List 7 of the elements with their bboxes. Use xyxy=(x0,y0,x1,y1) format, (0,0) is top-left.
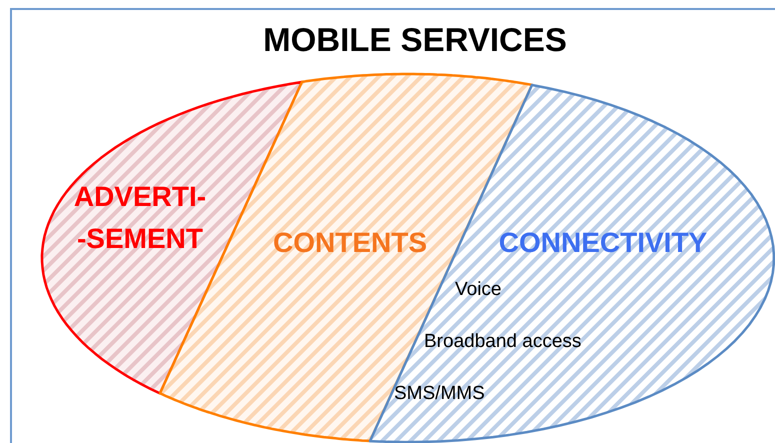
segment-title: CONNECTIVITY xyxy=(498,226,708,260)
service-item: Broadband access xyxy=(424,330,582,354)
service-item: Voice xyxy=(455,278,502,302)
segment-title: ADVERTI- -SEMENT xyxy=(72,180,208,256)
service-item: SMS/MMS xyxy=(394,382,486,406)
segment-title: CONTENTS xyxy=(272,226,428,260)
diagram-title: MOBILE SERVICES xyxy=(262,20,568,60)
